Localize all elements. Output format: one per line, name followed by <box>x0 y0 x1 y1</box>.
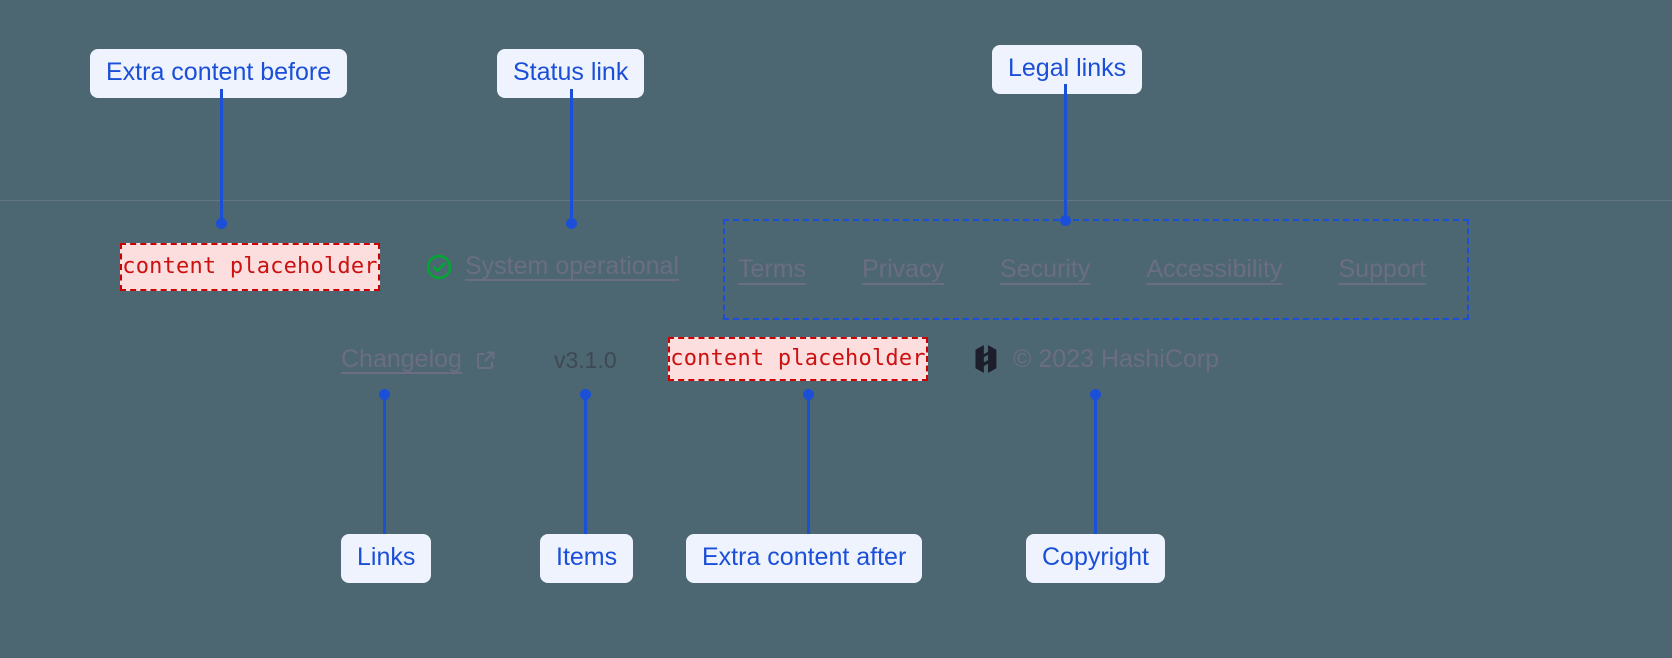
annotation-extra-content-before: Extra content before <box>90 49 348 98</box>
leader-line-copyright <box>1094 394 1097 534</box>
legal-link-privacy[interactable]: Privacy <box>862 255 945 283</box>
leader-dot-status-link <box>566 218 577 229</box>
copyright-text: © 2023 HashiCorp <box>1013 344 1220 373</box>
status-link[interactable]: System operational <box>425 252 679 281</box>
leader-dot-extra-content-after <box>803 389 814 400</box>
extra-content-after-placeholder: content placeholder <box>668 337 928 381</box>
legal-link-accessibility[interactable]: Accessibility <box>1146 255 1283 283</box>
leader-line-links <box>383 394 386 534</box>
extra-content-before-placeholder: content placeholder <box>120 243 380 291</box>
leader-line-status-link <box>570 89 573 223</box>
legal-links-list: Terms Privacy Security Accessibility Sup… <box>738 255 1426 284</box>
legal-links-highlight-box <box>723 219 1469 320</box>
version-label: v3.1.0 <box>554 347 617 373</box>
legal-link-terms[interactable]: Terms <box>738 255 807 283</box>
footer-top-divider <box>0 200 1672 201</box>
leader-dot-extra-content-before <box>216 218 227 229</box>
leader-dot-links <box>379 389 390 400</box>
changelog-link-label: Changelog <box>341 345 462 373</box>
annotation-legal-links: Legal links <box>992 45 1143 94</box>
hashicorp-logo <box>972 344 1000 374</box>
legal-link-support[interactable]: Support <box>1338 255 1427 283</box>
legal-link-security[interactable]: Security <box>1000 255 1091 283</box>
leader-line-legal-links <box>1064 84 1067 222</box>
annotation-links: Links <box>341 534 432 583</box>
copyright-block: © 2023 HashiCorp <box>972 344 1219 374</box>
changelog-link[interactable]: Changelog <box>341 345 498 374</box>
annotation-items: Items <box>540 534 634 583</box>
leader-dot-items <box>580 389 591 400</box>
leader-dot-legal-links <box>1060 215 1071 226</box>
annotation-copyright: Copyright <box>1026 534 1165 583</box>
status-link-label: System operational <box>465 252 680 280</box>
annotation-extra-content-after: Extra content after <box>686 534 923 583</box>
check-circle-icon <box>425 253 453 281</box>
leader-dot-copyright <box>1090 389 1101 400</box>
external-link-icon <box>474 348 498 372</box>
leader-line-items <box>584 394 587 534</box>
leader-line-extra-content-before <box>220 89 223 223</box>
leader-line-extra-content-after <box>807 394 810 534</box>
